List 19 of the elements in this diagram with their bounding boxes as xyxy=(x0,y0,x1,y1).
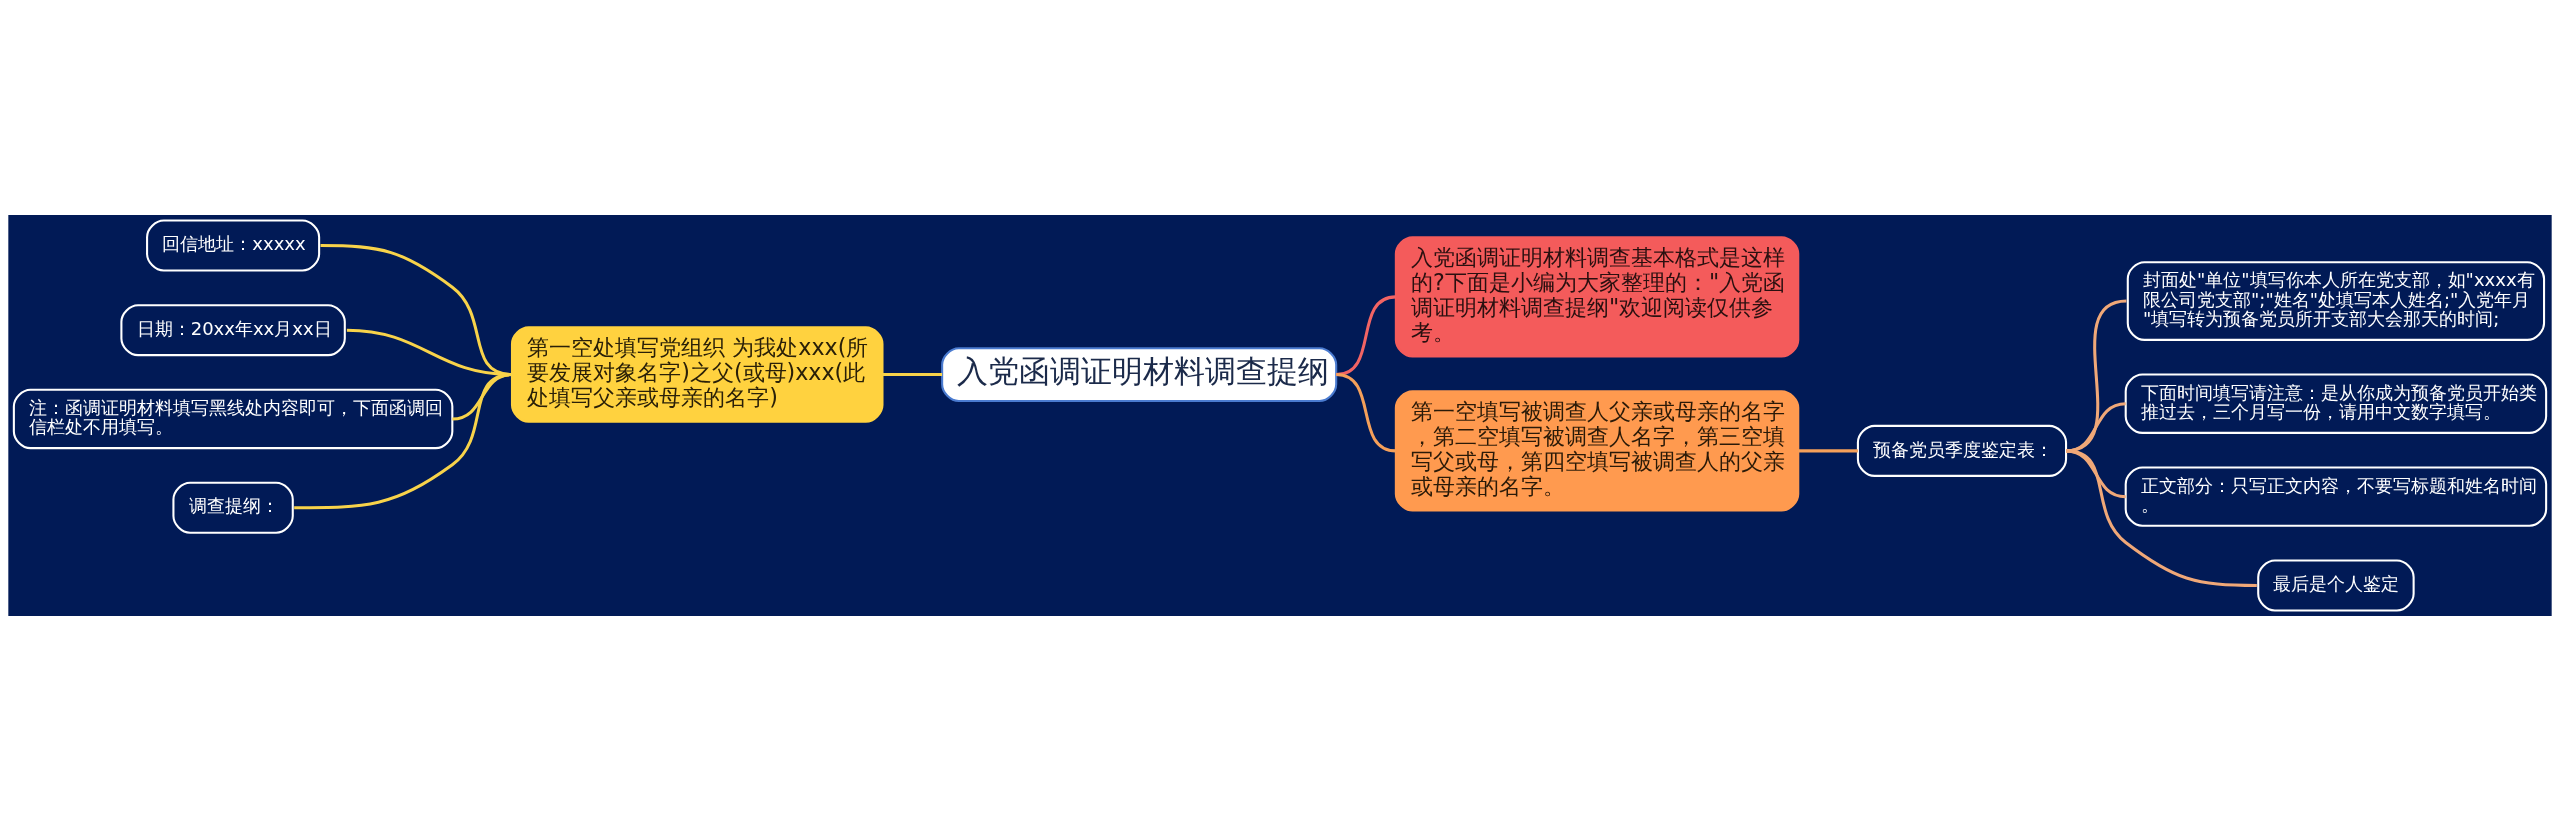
node-box: 日期：20xx年xx月xx日 xyxy=(120,304,346,357)
connector xyxy=(2065,449,2257,587)
node-box: 封面处"单位"填写你本人所在党支部，如"xxxx有限公司党支部";"姓名"处填写本人姓名;"入党年月"填写转为预备党员所开支部大会那天的时间; xyxy=(2126,261,2546,341)
node-box: 下面时间填写请注意：是从你成为预备党员开始类推过去，三个月写一份，请用中文数字填写。 xyxy=(2124,373,2548,434)
node-box: 正文部分：只写正文内容，不要写标题和姓名时间。 xyxy=(2124,466,2548,527)
connector xyxy=(1335,373,1397,453)
node-box: 回信地址：xxxxx xyxy=(146,219,321,272)
node-box: 第一空处填写党组织 为我处xxx(所要发展对象名字)之父(或母)xxx(此处填写父亲或母亲的名字) xyxy=(510,326,884,423)
node-box: 调查提纲： xyxy=(172,481,294,534)
connector xyxy=(294,373,513,510)
node-box: 第一空填写被调查人父亲或母亲的名字，第二空填写被调查人名字，第三空填写父或母，第四空填写被调查人的父亲或母亲的名字。 xyxy=(1394,390,1800,512)
node-box: 预备党员季度鉴定表： xyxy=(1856,424,2068,477)
connector xyxy=(1798,449,1858,453)
node-box: 最后是个人鉴定 xyxy=(2257,559,2415,612)
node-box: 入党函调证明材料调查提纲 xyxy=(941,347,1338,402)
connector xyxy=(882,373,943,377)
node-box: 入党函调证明材料调查基本格式是这样的?下面是小编为大家整理的："入党函调证明材料调查提纲"欢迎阅读仅供参考。 xyxy=(1394,236,1800,358)
node-box: 注：函调证明材料填写黑线处内容即可，下面函调回信栏处不用填写。 xyxy=(12,388,454,450)
connector xyxy=(2065,449,2126,499)
